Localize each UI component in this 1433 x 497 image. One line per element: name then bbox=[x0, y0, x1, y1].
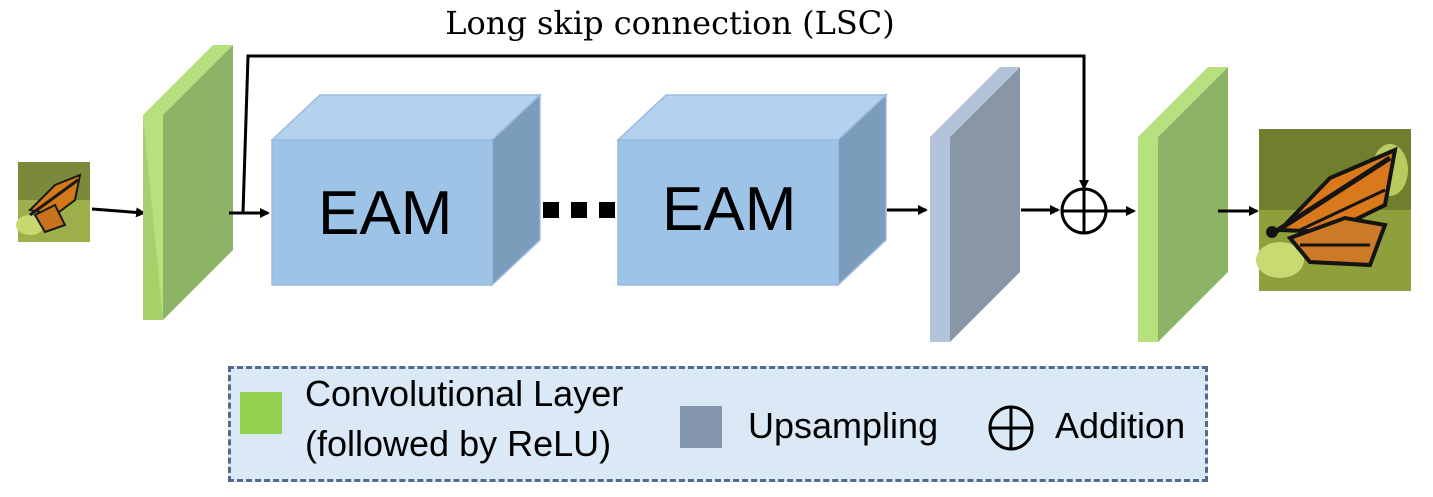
legend-addition-icon bbox=[988, 405, 1034, 451]
output-image bbox=[1256, 129, 1411, 291]
eam-block-2 bbox=[616, 93, 888, 287]
legend-conv-line1: Convolutional Layer bbox=[305, 373, 624, 414]
eam-label-2: EAM bbox=[662, 175, 797, 244]
long-skip-connection-label: Long skip connection (LSC) bbox=[445, 4, 895, 42]
legend-conv-swatch bbox=[240, 392, 282, 434]
legend-upsampling-label: Upsampling bbox=[748, 405, 939, 446]
input-image bbox=[16, 162, 90, 242]
upsampling-layer bbox=[930, 67, 1020, 342]
legend-conv-line2: (followed by ReLU) bbox=[305, 423, 612, 464]
long-skip-connection-line bbox=[241, 54, 1089, 214]
addition-icon bbox=[1060, 187, 1108, 235]
eam-label-1: EAM bbox=[318, 179, 453, 248]
legend-addition-label: Addition bbox=[1055, 405, 1186, 446]
conv-layer-1 bbox=[143, 45, 233, 320]
eam-block-1 bbox=[270, 93, 542, 287]
conv-layer-2 bbox=[1138, 67, 1228, 342]
legend: Convolutional Layer (followed by ReLU) U… bbox=[228, 366, 1208, 482]
legend-upsampling-swatch bbox=[680, 406, 722, 448]
ellipsis-dots bbox=[543, 202, 615, 218]
arrow-input bbox=[91, 207, 146, 218]
